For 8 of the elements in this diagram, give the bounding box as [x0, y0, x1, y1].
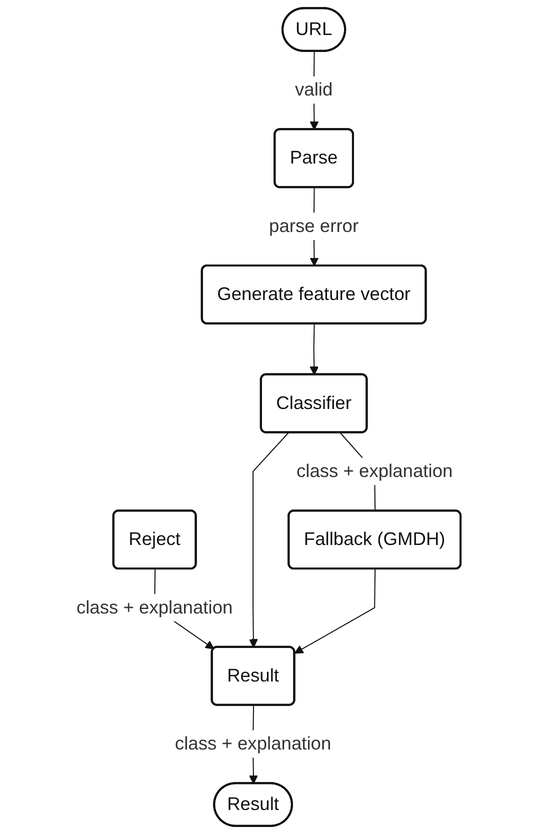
arrow	[248, 432, 289, 648]
arrow	[310, 324, 319, 376]
edge-label: parse error	[269, 216, 359, 236]
edge-label: valid	[294, 79, 333, 100]
edge-label: class + explanation	[174, 733, 332, 754]
edge-label: class + explanation	[296, 460, 453, 482]
edge-label: class + explanation	[76, 597, 233, 618]
arrow	[294, 569, 376, 654]
